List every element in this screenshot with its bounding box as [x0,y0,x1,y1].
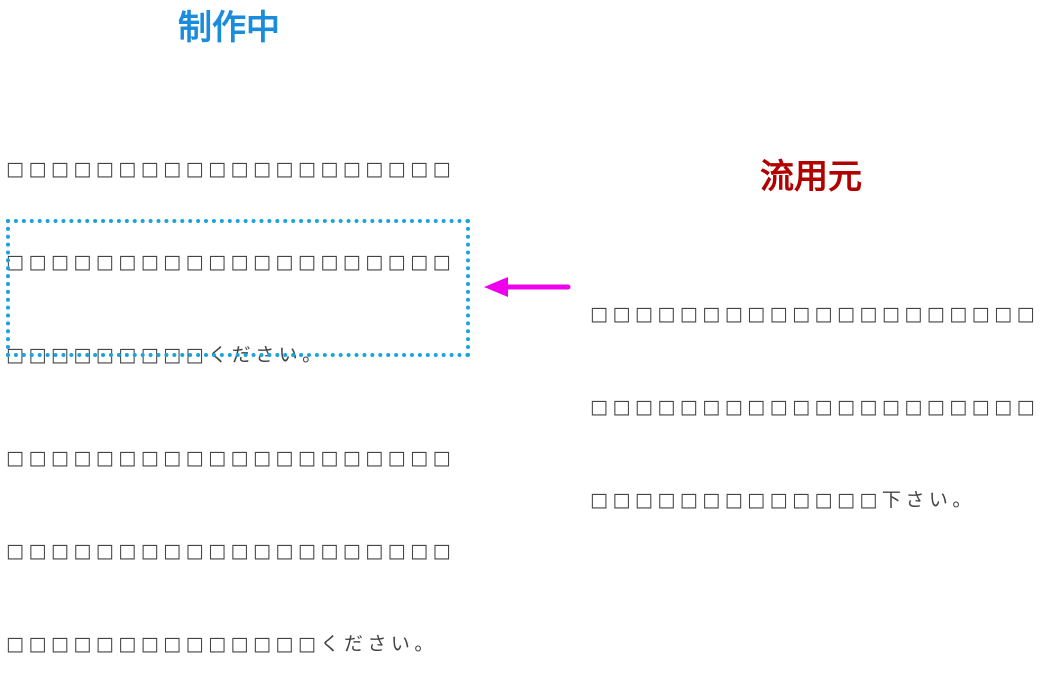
right-paragraph: □□□□□□□□□□□□□□□□□□□□ □□□□□□□□□□□□□□□□□□□… [590,237,1039,547]
paragraph-line: □□□□□□□□□□□□□□□□□□□□ [6,447,456,469]
placeholder-box [6,219,470,357]
paragraph-line: □□□□□□□□□□□□□□□□□□□□ [6,540,456,562]
left-heading: 制作中 [178,8,280,48]
arrowhead [484,277,508,297]
paragraph-line: □□□□□□□□□□□□□□□□□□□□ [6,158,456,180]
bottom-paragraph: □□□□□□□□□□□□□□□□□□□□ □□□□□□□□□□□□□□□□□□□… [6,381,455,691]
right-heading: 流用元 [760,157,862,197]
paragraph-line: □□□□□□□□□□□□□□□□□□□□ [590,303,1040,325]
top-paragraph: □□□□□□□□□□□□□□□□□□□□ □□□□□□□□□□□□□□□□□□□… [6,92,455,402]
paragraph-line: □□□□□□□□□□□□□□□□□□□□ [6,251,456,273]
paragraph-line: □□□□□□□□□□□□□□□□□□□□ [590,396,1040,418]
paragraph-line: □□□□□□□□□□□□□□ください。 [6,633,438,655]
left-arrow-icon [484,277,571,297]
